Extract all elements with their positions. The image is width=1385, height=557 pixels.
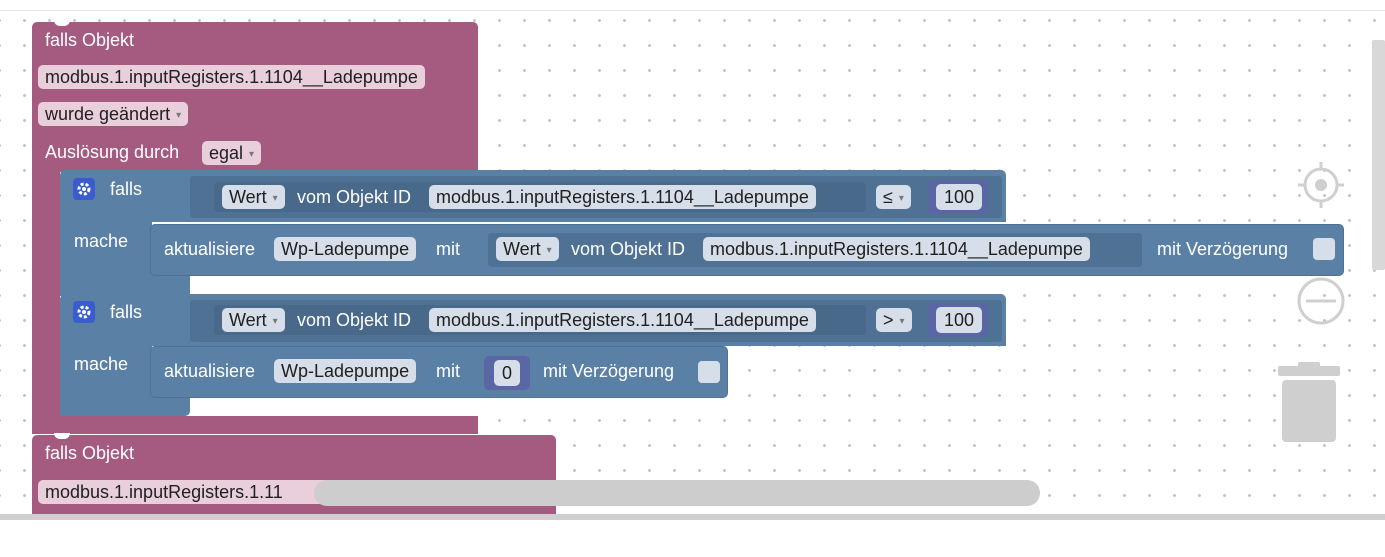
from-object-label-2: vom Objekt ID	[297, 310, 412, 330]
update-label: aktualisiere	[164, 239, 256, 259]
minus-circle-icon[interactable]	[1296, 276, 1346, 326]
gear-icon[interactable]	[73, 301, 95, 323]
block-notch-2	[54, 433, 70, 439]
if-label: falls	[110, 179, 143, 199]
update-object-id[interactable]: modbus.1.inputRegisters.1.1104__Ladepump…	[703, 237, 1090, 261]
target-field-2[interactable]: Wp-Ladepumpe	[274, 359, 417, 383]
value-dropdown-2[interactable]: Wert	[222, 308, 285, 332]
update-value-dropdown[interactable]: Wert	[496, 237, 559, 261]
trigger-label: Auslösung durch	[45, 142, 180, 162]
object-id-field[interactable]: modbus.1.inputRegisters.1.1104__Ladepump…	[38, 65, 425, 89]
if-block-2-bottom	[60, 396, 190, 416]
number-value[interactable]: 100	[936, 184, 982, 210]
event-block-1-bottom	[32, 416, 478, 434]
redaction-bar	[314, 480, 1040, 506]
delay-label: mit Verzögerung	[1157, 239, 1289, 259]
update-from-object-label: vom Objekt ID	[571, 239, 686, 259]
top-divider	[0, 10, 1385, 11]
gear-icon[interactable]	[73, 178, 95, 200]
number-value-2[interactable]: 100	[936, 307, 982, 333]
bottom-scrollbar[interactable]	[0, 514, 1385, 520]
update-label-2: aktualisiere	[164, 361, 256, 381]
delay-checkbox-2[interactable]	[698, 361, 720, 383]
event-block-1-rail	[32, 170, 60, 422]
trigger-dropdown[interactable]: egal	[202, 141, 262, 165]
operator-dropdown-2[interactable]: >	[876, 308, 912, 332]
change-mode-dropdown[interactable]: wurde geändert	[38, 102, 189, 126]
with-label: mit	[436, 239, 460, 259]
blockly-workspace[interactable]: falls Objekt modbus.1.inputRegisters.1.1…	[0, 0, 1385, 516]
compare-object-id-2[interactable]: modbus.1.inputRegisters.1.1104__Ladepump…	[429, 308, 816, 332]
target-field[interactable]: Wp-Ladepumpe	[274, 237, 417, 261]
crosshair-icon[interactable]	[1296, 160, 1346, 210]
delay-label-2: mit Verzögerung	[543, 361, 675, 381]
object-id-field-2[interactable]: modbus.1.inputRegisters.1.11	[38, 480, 338, 504]
from-object-label: vom Objekt ID	[297, 187, 412, 207]
vertical-scrollbar[interactable]	[1372, 40, 1385, 270]
set-value[interactable]: 0	[494, 360, 520, 386]
value-dropdown[interactable]: Wert	[222, 185, 285, 209]
delay-checkbox[interactable]	[1313, 238, 1335, 260]
if-label-2: falls	[110, 302, 143, 322]
do-label: mache	[74, 231, 129, 251]
event-header: falls Objekt	[45, 30, 135, 50]
update-block-2[interactable]	[150, 346, 728, 398]
event-header-2: falls Objekt	[45, 443, 135, 463]
trash-icon[interactable]	[1276, 362, 1342, 444]
do-label-2: mache	[74, 354, 129, 374]
compare-object-id[interactable]: modbus.1.inputRegisters.1.1104__Ladepump…	[429, 185, 816, 209]
with-label-2: mit	[436, 361, 460, 381]
block-notch	[54, 20, 70, 26]
operator-dropdown[interactable]: ≤	[876, 185, 911, 209]
